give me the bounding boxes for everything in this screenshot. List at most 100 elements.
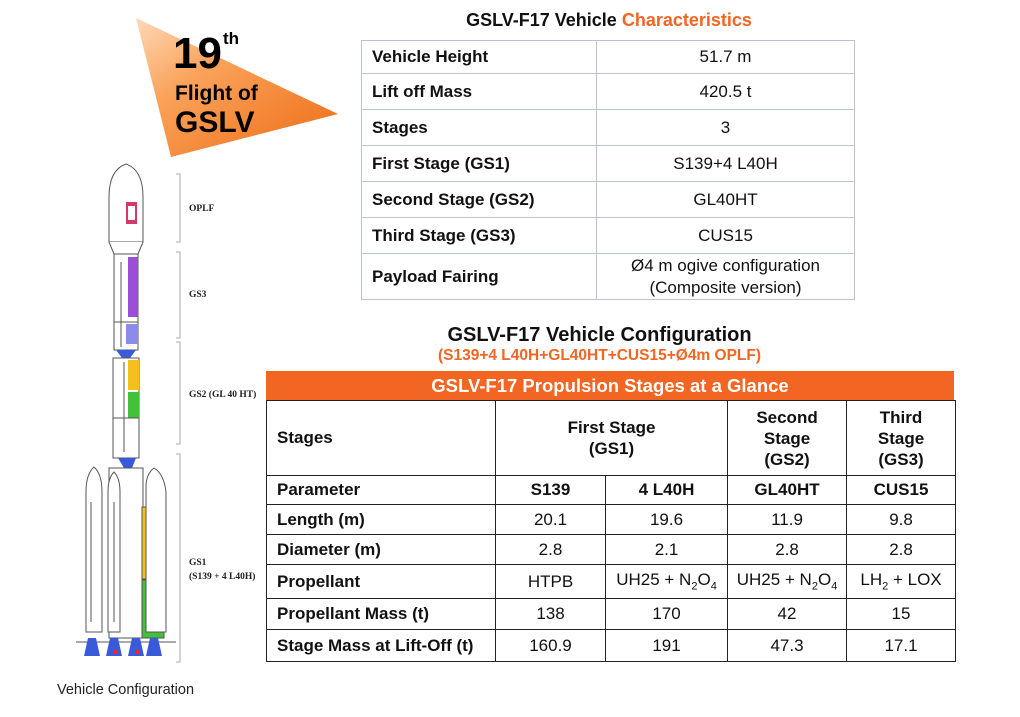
configuration-title: GSLV-F17 Vehicle Configuration (447, 324, 752, 346)
formula-sub: 4 (831, 580, 838, 593)
cell: 2.8 (846, 534, 957, 565)
formula-sub: 4 (710, 580, 717, 593)
header-line: First Stage (567, 418, 656, 437)
row-value-line1: Ø4 m ogive configuration (631, 255, 820, 275)
cell: 17.1 (846, 629, 957, 662)
cell: 191 (604, 629, 729, 662)
cell: UH25 + N2O4 (604, 564, 729, 599)
cell: 9.8 (846, 504, 957, 535)
table-row: Parameter S139 4 L40H GL40HT CUS15 (266, 475, 957, 505)
cell: Stage Mass at Lift-Off (t) (266, 629, 496, 662)
rocket-drawing (76, 163, 181, 663)
row-label: Payload Fairing (361, 253, 597, 300)
row-value: S139+4 L40H (596, 145, 855, 182)
rocket-diagram: OPLF GS3 GS2 (GL 40 HT) GS1 (S139 + 4 L4… (66, 162, 276, 672)
cell: CUS15 (846, 475, 957, 505)
formula-sub: 2 (691, 580, 698, 593)
first-stage-header: First Stage (GS1) (494, 400, 729, 476)
table-row: First Stage (GS1) S139+4 L40H (361, 145, 855, 182)
characteristics-title: GSLV-F17 Vehicle Characteristics (362, 10, 856, 31)
cell: Parameter (266, 475, 496, 505)
cell: 2.8 (495, 534, 606, 565)
characteristics-title-highlight: Characteristics (621, 10, 752, 30)
table-row: Second Stage (GS2) GL40HT (361, 181, 855, 218)
header-line: Second (756, 407, 818, 427)
row-value: Ø4 m ogive configuration (Composite vers… (596, 253, 855, 300)
cell: 4 L40H (604, 475, 729, 505)
row-label: First Stage (GS1) (361, 145, 597, 182)
table-row: Length (m) 20.1 19.6 11.9 9.8 (266, 504, 957, 535)
table-row: Propellant HTPB UH25 + N2O4 UH25 + N2O4 … (266, 564, 957, 599)
row-value: GL40HT (596, 181, 855, 218)
formula-part: + LOX (888, 570, 942, 590)
cell: 42 (727, 598, 848, 630)
cell: 2.8 (727, 534, 848, 565)
cell: Length (m) (266, 504, 496, 535)
formula-sub: 2 (811, 580, 818, 593)
table-row: Payload Fairing Ø4 m ogive configuration… (361, 253, 855, 300)
label-gs1-detail: (S139 + 4 L40H) (189, 572, 256, 582)
cell: HTPB (495, 564, 606, 599)
table-row: Lift off Mass 420.5 t (361, 73, 855, 110)
table-row: Diameter (m) 2.8 2.1 2.8 2.8 (266, 534, 957, 565)
header-line: (GS3) (878, 449, 924, 469)
header-line: (GS1) (588, 439, 635, 458)
badge-triangle (136, 18, 338, 157)
second-stage-header: Second Stage (GS2) (727, 400, 848, 476)
cell: 11.9 (727, 504, 848, 535)
header-line: Stage (877, 428, 925, 448)
header-line: Third (879, 407, 923, 427)
stages-label: Stages (266, 400, 496, 476)
row-value: CUS15 (596, 217, 855, 254)
badge-line3: GSLV (175, 106, 255, 139)
propulsion-table: Stages First Stage (GS1) Second Stage (G… (266, 400, 957, 662)
header-line: (GS2) (764, 449, 810, 469)
label-gs1: GS1 (189, 558, 207, 568)
table-row: Vehicle Height 51.7 m (361, 40, 855, 74)
characteristics-table: Vehicle Height 51.7 m Lift off Mass 420.… (361, 40, 855, 300)
cell: Diameter (m) (266, 534, 496, 565)
cell: 2.1 (604, 534, 729, 565)
cell: 15 (846, 598, 957, 630)
table-row: Third Stage (GS3) CUS15 (361, 217, 855, 254)
row-value: 420.5 t (596, 73, 855, 110)
formula-part: UH25 + N (616, 570, 692, 590)
row-label: Lift off Mass (361, 73, 597, 110)
formula-part: UH25 + N (736, 570, 812, 590)
flight-badge: 19th Flight of GSLV (133, 12, 343, 162)
cell: S139 (495, 475, 606, 505)
row-label: Second Stage (GS2) (361, 181, 597, 218)
cell: 19.6 (604, 504, 729, 535)
cell: GL40HT (727, 475, 848, 505)
cell: 170 (604, 598, 729, 630)
table-row: Stages First Stage (GS1) Second Stage (G… (266, 400, 957, 476)
label-gs2: GS2 (GL 40 HT) (189, 390, 257, 400)
formula-part: O (697, 570, 711, 590)
configuration-subtitle: (S139+4 L40H+GL40HT+CUS15+Ø4m OPLF) (437, 347, 762, 364)
propulsion-banner: GSLV-F17 Propulsion Stages at a Glance (266, 371, 954, 400)
cell: 160.9 (495, 629, 606, 662)
row-label: Stages (361, 109, 597, 146)
row-value: 51.7 m (596, 40, 855, 74)
badge-suffix: th (222, 29, 239, 48)
row-value-line2: (Composite version) (649, 277, 802, 297)
vehicle-caption: Vehicle Configuration (57, 682, 195, 698)
table-row: Stages 3 (361, 109, 855, 146)
table-row: Propellant Mass (t) 138 170 42 15 (266, 598, 957, 630)
cell: Propellant (266, 564, 496, 599)
cell: LH2 + LOX (846, 564, 957, 599)
cell: 138 (495, 598, 606, 630)
cell: 47.3 (727, 629, 848, 662)
header-line: Stage (763, 428, 811, 448)
characteristics-title-prefix: GSLV-F17 Vehicle (466, 10, 617, 30)
label-gs3: GS3 (189, 290, 207, 300)
third-stage-header: Third Stage (GS3) (846, 400, 957, 476)
row-value: 3 (596, 109, 855, 146)
badge-number: 19th (173, 29, 239, 78)
formula-part: O (817, 570, 832, 590)
cell: 20.1 (495, 504, 606, 535)
row-label: Third Stage (GS3) (361, 217, 597, 254)
badge-line2: Flight of (175, 82, 258, 105)
label-oplf: OPLF (189, 204, 215, 214)
formula-sub: 2 (882, 580, 889, 593)
